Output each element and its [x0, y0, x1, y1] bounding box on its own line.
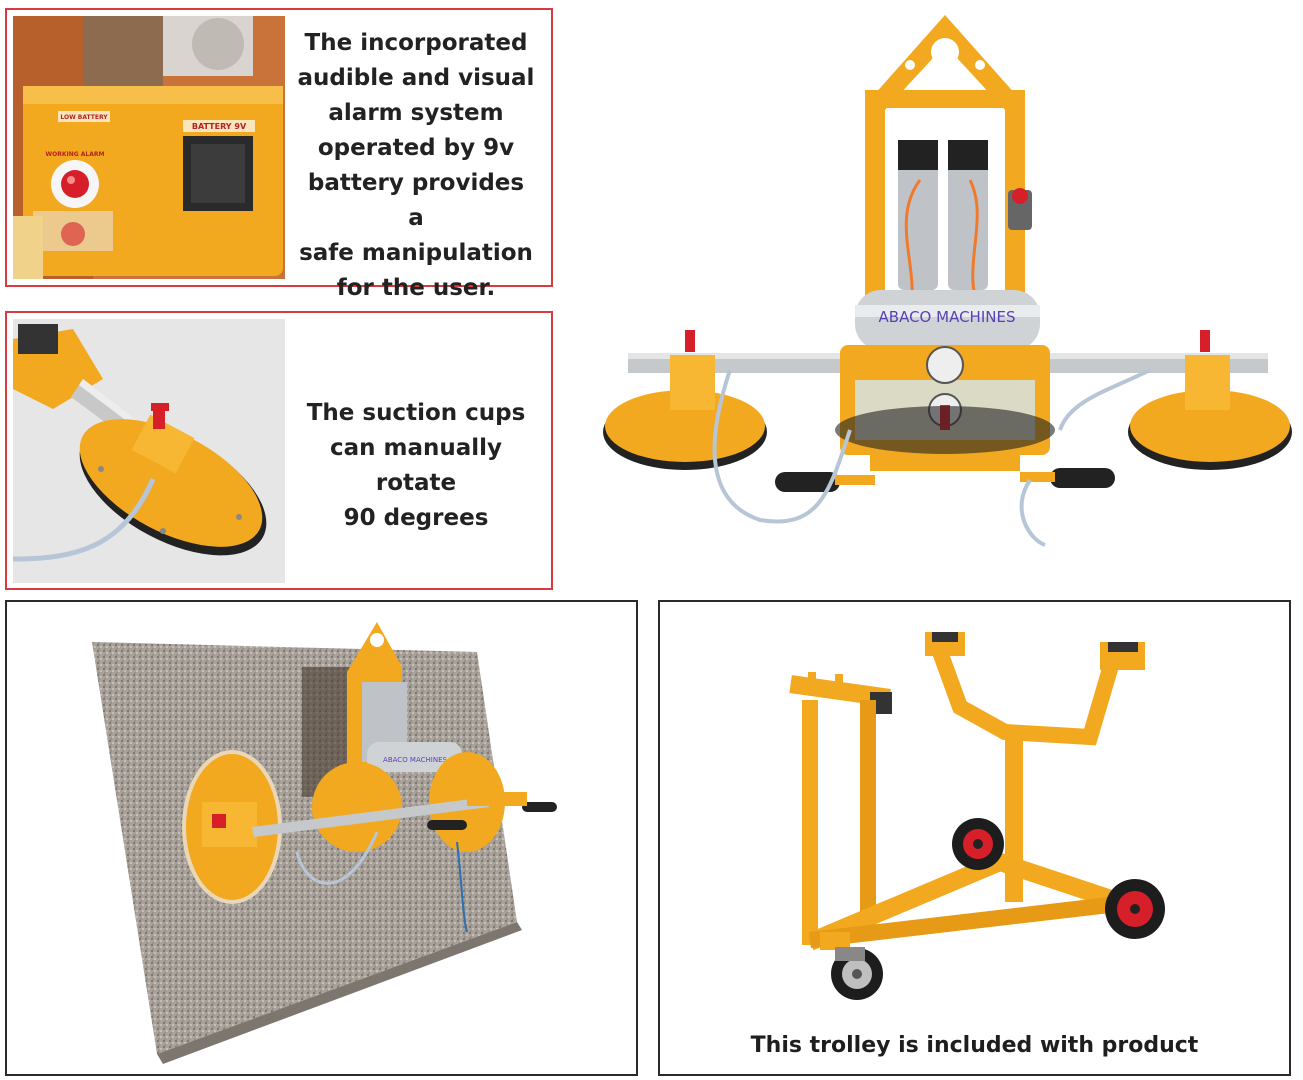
working-alarm-label: WORKING ALARM: [46, 151, 105, 158]
alarm-caption-line: audible and visual: [297, 65, 535, 91]
rotation-photo: [13, 319, 285, 583]
rotation-caption-line: 90 degrees: [343, 505, 489, 531]
alarm-caption-line: The incorporated: [304, 30, 528, 56]
alarm-panel: BATTERY 9V LOW BATTERY WORKING ALARM The…: [5, 8, 553, 301]
slab-brand-label: ABACO MACHINES: [383, 756, 447, 764]
rotation-caption: The suction cups can manually rotate 90 …: [297, 396, 535, 536]
alarm-caption-line: operated by 9v: [317, 135, 515, 161]
battery-label: BATTERY 9V: [192, 122, 247, 131]
alarm-caption-line: alarm system: [328, 100, 504, 126]
alarm-caption: The incorporated audible and visual alar…: [297, 26, 535, 306]
alarm-caption-line: battery provides a: [307, 170, 525, 231]
vacuum-lifter-image: ABACO MACHINES: [590, 10, 1300, 555]
rotation-caption-line: The suction cups: [306, 400, 526, 426]
slab-photo: ABACO MACHINES: [7, 602, 636, 1074]
trolley-panel: This trolley is included with product: [658, 600, 1291, 1076]
rotation-panel: The suction cups can manually rotate 90 …: [5, 311, 553, 590]
rotation-caption-line: can manually rotate: [329, 435, 503, 496]
alarm-photo: BATTERY 9V LOW BATTERY WORKING ALARM: [13, 16, 285, 279]
alarm-caption-line: for the user.: [336, 275, 496, 301]
trolley-caption: This trolley is included with product: [750, 1033, 1199, 1058]
alarm-caption-line: safe manipulation: [299, 240, 533, 266]
brand-label: ABACO MACHINES: [879, 308, 1016, 326]
slab-panel: ABACO MACHINES: [5, 600, 638, 1076]
low-battery-label: LOW BATTERY: [60, 114, 108, 121]
trolley-photo: [660, 602, 1289, 1022]
